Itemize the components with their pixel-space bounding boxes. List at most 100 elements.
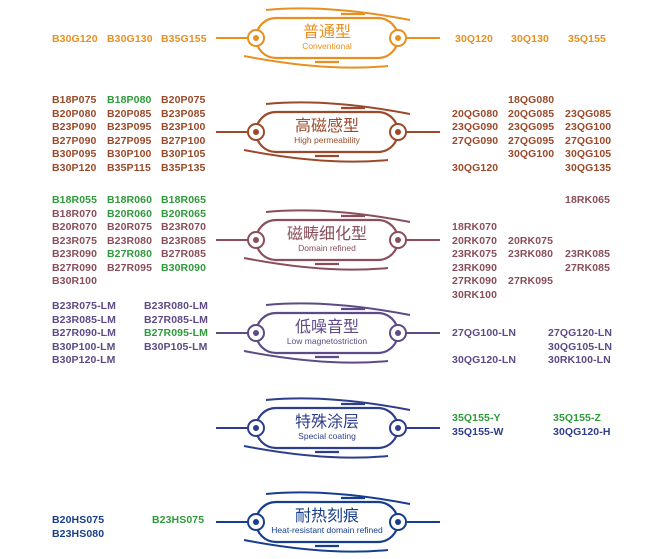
grade-label: 23RK090 bbox=[452, 261, 498, 274]
grade-label: B27R090-LM bbox=[52, 327, 117, 339]
grade-label: 30Q130 bbox=[511, 33, 549, 45]
grade-label: 35Q155-W bbox=[452, 425, 504, 438]
grade-label: B30P105-LM bbox=[144, 340, 208, 353]
category-title-zh: 低噪音型 bbox=[294, 317, 359, 336]
grade-label: 30QG120-H bbox=[553, 425, 611, 438]
connector-high-permeability bbox=[216, 101, 440, 163]
grade-label: 23RK075 bbox=[452, 248, 498, 260]
grade-label: 30QG105 bbox=[565, 148, 612, 160]
grade-label: B23P095 bbox=[107, 121, 152, 133]
grade-label: 20QG085 bbox=[508, 107, 555, 120]
category-title-zh: 特殊涂层 bbox=[294, 412, 359, 431]
grade-label: B23R080-LM bbox=[144, 300, 209, 312]
left-node-dot bbox=[253, 129, 259, 135]
grade-label: B23R075 bbox=[52, 234, 98, 247]
bottom-arc bbox=[243, 257, 389, 271]
right-node-dot bbox=[395, 237, 401, 243]
bottom-arc bbox=[243, 149, 389, 163]
category-title-en: Low magnetostriction bbox=[286, 336, 368, 346]
grade-label: B30P100-LM bbox=[52, 340, 116, 353]
grade-label: 27QG100 bbox=[565, 134, 612, 147]
grade-label: B30P120-LM bbox=[52, 354, 116, 366]
grade-label: B18R070 bbox=[52, 207, 98, 220]
connector-heat-resistant bbox=[216, 491, 440, 553]
grade-label: 27RK090 bbox=[452, 275, 498, 287]
category-title-en: Conventional bbox=[302, 41, 352, 51]
top-arc bbox=[265, 7, 411, 21]
category-title-zh: 高磁感型 bbox=[294, 116, 359, 135]
grade-label: B18R065 bbox=[161, 194, 207, 206]
grade-label: B23HS075 bbox=[152, 514, 205, 526]
grade-label: 23QG095 bbox=[508, 121, 555, 133]
right-node-dot bbox=[395, 330, 401, 336]
top-arc bbox=[265, 491, 411, 505]
grade-label: B30G120 bbox=[52, 33, 98, 45]
grade-label: B23HS080 bbox=[52, 527, 105, 540]
category-title-en: Special coating bbox=[298, 431, 356, 441]
grade-label: B20P085 bbox=[107, 107, 152, 120]
grade-label: B18R055 bbox=[52, 194, 98, 206]
category-title-en: Heat-resistant domain refined bbox=[271, 525, 383, 535]
grade-label: B23P100 bbox=[161, 121, 206, 133]
grade-label: B20R075 bbox=[107, 221, 153, 233]
grade-label: 30QG120 bbox=[452, 161, 499, 174]
grade-label: 30Q120 bbox=[455, 33, 493, 45]
left-node-dot bbox=[253, 425, 259, 431]
grade-label: B18P080 bbox=[107, 94, 152, 106]
grade-label: 27RK095 bbox=[508, 275, 554, 287]
grade-label: B20R065 bbox=[161, 207, 207, 220]
grade-label: B27R085-LM bbox=[144, 313, 209, 326]
category-title-en: High permeability bbox=[294, 135, 360, 145]
grade-label: 20RK070 bbox=[452, 234, 498, 247]
grade-label: 23QG085 bbox=[565, 107, 612, 120]
grade-label: 27QG095 bbox=[508, 134, 555, 147]
grade-label: B35P115 bbox=[107, 161, 151, 174]
grade-label: B35G155 bbox=[161, 33, 207, 45]
grade-label: 27QG120-LN bbox=[548, 327, 613, 339]
grade-label: B27R095-LM bbox=[144, 327, 209, 339]
grade-label: B23R085-LM bbox=[52, 313, 117, 326]
grade-label: B20P075 bbox=[161, 94, 206, 106]
category-title-zh: 普通型 bbox=[302, 22, 351, 41]
connector-domain-refined bbox=[216, 209, 440, 271]
left-node-dot bbox=[253, 237, 259, 243]
grade-label: 35Q155 bbox=[568, 33, 606, 45]
grade-label: B23R075-LM bbox=[52, 300, 117, 312]
category-title-zh: 耐热刻痕 bbox=[294, 506, 359, 525]
grade-label: B23R090 bbox=[52, 248, 98, 260]
grade-label: B30P095 bbox=[52, 148, 97, 160]
connector-conventional bbox=[216, 7, 440, 69]
grade-label: B20R070 bbox=[52, 221, 98, 233]
grade-label: B18P075 bbox=[52, 94, 97, 106]
category-title-en: Domain refined bbox=[298, 243, 356, 253]
grade-label: B27P100 bbox=[161, 134, 206, 147]
left-node-dot bbox=[253, 330, 259, 336]
top-arc bbox=[265, 209, 411, 223]
grade-label: B27R080 bbox=[107, 248, 153, 260]
grade-label: 18RK065 bbox=[565, 194, 611, 206]
grade-label: 30QG120-LN bbox=[452, 354, 517, 366]
bottom-arc bbox=[243, 350, 389, 364]
grade-label: 30QG135 bbox=[565, 161, 612, 174]
grade-label: 23QG090 bbox=[452, 121, 499, 133]
grade-label: B35P135 bbox=[161, 161, 206, 174]
grade-label: B27R085 bbox=[161, 248, 207, 260]
grade-label: B18R060 bbox=[107, 194, 153, 206]
grade-label: 35Q155-Z bbox=[553, 412, 602, 424]
grade-label: 23RK080 bbox=[508, 248, 554, 260]
bottom-arc bbox=[243, 539, 389, 553]
grade-label: 18RK070 bbox=[452, 221, 498, 233]
grade-label: 30RK100 bbox=[452, 288, 498, 301]
grade-label: B30P105 bbox=[161, 148, 206, 160]
grade-label: B30R100 bbox=[52, 275, 98, 287]
category-title-zh: 磁畴细化型 bbox=[286, 224, 367, 243]
grade-label: B27P095 bbox=[107, 134, 152, 147]
grade-label: 20RK075 bbox=[508, 234, 554, 247]
grade-label: 23QG100 bbox=[565, 121, 612, 133]
right-node-dot bbox=[395, 425, 401, 431]
grade-label: B27R090 bbox=[52, 261, 98, 274]
